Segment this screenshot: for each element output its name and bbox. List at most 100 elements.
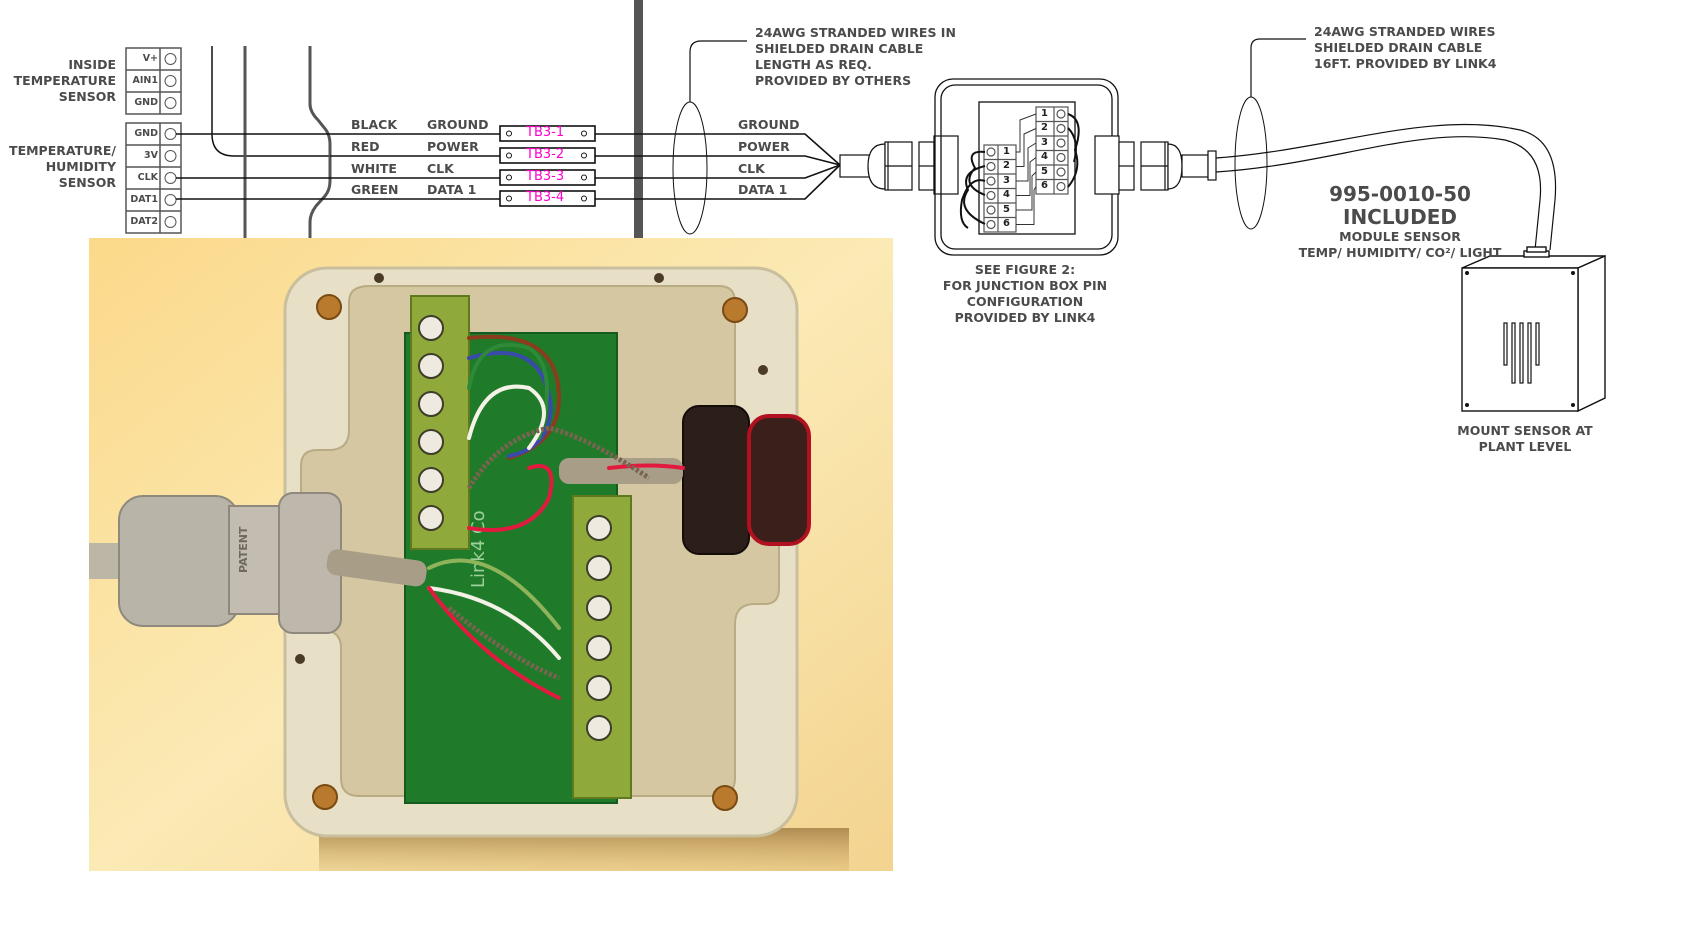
field-signal-label: POWER xyxy=(738,139,790,154)
field-cable-leader xyxy=(689,40,747,102)
field-signal-label: GROUND xyxy=(738,117,800,132)
jb-right-terminal-number: 3 xyxy=(1041,137,1048,148)
terminal-label: TB3-4 xyxy=(526,190,565,205)
caption-line: SEE FIGURE 2: xyxy=(974,262,1076,277)
label-line: SENSOR xyxy=(58,89,116,104)
jb-left-terminal-number: 2 xyxy=(1003,160,1010,171)
bus-line-thick-2 xyxy=(308,46,332,238)
terminal-block-lower xyxy=(572,495,632,799)
label-line: INSIDE xyxy=(68,57,116,72)
terminal-label: TB3-2 xyxy=(526,147,565,162)
junction-box-drain-wires xyxy=(959,113,1080,229)
pcb-text: Link4 Co xyxy=(468,510,489,588)
wire-color-label: RED xyxy=(351,139,380,154)
wire-color-label: WHITE xyxy=(351,161,397,176)
pin-label: DAT1 xyxy=(130,194,158,205)
junction-box-left-terminals xyxy=(983,144,1017,233)
module-included: INCLUDED xyxy=(1343,205,1457,229)
sensor-cable-leader xyxy=(1250,38,1306,97)
sensor-wires xyxy=(176,133,500,200)
pin-label: GND xyxy=(134,128,158,139)
pin-label: CLK xyxy=(137,172,158,183)
pin-label: DAT2 xyxy=(130,216,158,227)
pin-label: AIN1 xyxy=(132,75,158,86)
field-cable-note: 24AWG STRANDED WIRES IN SHIELDED DRAIN C… xyxy=(755,25,956,89)
inside-temp-sensor-label: INSIDE TEMPERATURE SENSOR xyxy=(0,57,116,105)
junction-box-outline xyxy=(934,78,1119,256)
terminal-block-upper xyxy=(410,295,470,550)
caption-line: FOR JUNCTION BOX PIN xyxy=(942,278,1108,293)
note-line: SHIELDED DRAIN CABLE xyxy=(1314,40,1483,55)
gland-text: PATENT xyxy=(237,526,250,573)
module-info: 995-0010-50 INCLUDED MODULE SENSOR TEMP/… xyxy=(1270,183,1530,261)
inside-temp-terminal-block xyxy=(125,47,182,115)
note-line: LENGTH AS REQ. xyxy=(755,57,872,72)
panel-divider xyxy=(634,0,643,238)
field-signal-label: CLK xyxy=(738,161,765,176)
jb-right-terminal-number: 1 xyxy=(1041,108,1048,119)
temp-humidity-terminal-block xyxy=(125,122,182,234)
wire-signal-label: CLK xyxy=(427,161,454,176)
sensor-module-vents xyxy=(1503,322,1540,384)
sensor-module-screws xyxy=(1465,271,1575,407)
inner-cable xyxy=(326,549,427,587)
jb-right-terminal-number: 6 xyxy=(1041,180,1048,191)
terminal-label: TB3-1 xyxy=(526,125,565,140)
field-wires xyxy=(595,133,841,200)
caption-line: CONFIGURATION xyxy=(966,294,1084,309)
mount-line: MOUNT SENSOR AT xyxy=(1457,423,1593,438)
sensor-cable xyxy=(1215,123,1557,251)
left-cable-gland-photo: PATENT xyxy=(118,492,342,634)
label-line: SENSOR xyxy=(58,175,116,190)
right-connector-photo xyxy=(682,405,811,555)
note-line: SHIELDED DRAIN CABLE xyxy=(755,41,924,56)
junction-box-internal-wiring xyxy=(1016,113,1037,225)
label-line: HUMIDITY xyxy=(45,159,116,174)
bus-line-thin xyxy=(211,46,330,157)
label-line: TEMPERATURE xyxy=(13,73,116,88)
left-cable-gland xyxy=(839,135,959,195)
wires-photo xyxy=(427,334,685,700)
jb-left-terminal-number: 5 xyxy=(1003,204,1010,215)
mount-instructions: MOUNT SENSOR AT PLANT LEVEL xyxy=(1440,423,1610,455)
field-cable-shield-marker xyxy=(672,101,708,235)
wire-signal-label: POWER xyxy=(427,139,479,154)
jb-left-terminal-number: 3 xyxy=(1003,175,1010,186)
terminal-label: TB3-3 xyxy=(526,169,565,184)
junction-box-photo: Link4 Co PATENT xyxy=(89,238,893,871)
jb-left-terminal-number: 4 xyxy=(1003,189,1010,200)
wire-signal-label: GROUND xyxy=(427,117,489,132)
note-line: PROVIDED BY OTHERS xyxy=(755,73,912,88)
label-line: TEMPERATURE/ xyxy=(9,143,116,158)
jb-right-terminal-number: 2 xyxy=(1041,122,1048,133)
caption-line: PROVIDED BY LINK4 xyxy=(954,310,1096,325)
pin-label: GND xyxy=(134,97,158,108)
module-part-number: 995-0010-50 xyxy=(1329,182,1471,206)
junction-box-right-terminals xyxy=(1035,106,1069,195)
field-signal-label: DATA 1 xyxy=(738,182,788,197)
jb-right-terminal-number: 5 xyxy=(1041,166,1048,177)
right-cable-gland xyxy=(1094,135,1217,195)
note-line: 16FT. PROVIDED BY LINK4 xyxy=(1314,56,1497,71)
jb-left-terminal-number: 6 xyxy=(1003,218,1010,229)
note-line: 24AWG STRANDED WIRES xyxy=(1314,24,1496,39)
sensor-cable-note: 24AWG STRANDED WIRES SHIELDED DRAIN CABL… xyxy=(1314,24,1496,72)
pin-label: V+ xyxy=(142,53,158,64)
module-features: TEMP/ HUMIDITY/ CO²/ LIGHT xyxy=(1298,245,1502,260)
wire-color-label: BLACK xyxy=(351,117,398,132)
sensor-module-box xyxy=(1461,246,1606,413)
drain-wires-photo xyxy=(447,425,651,681)
note-line: 24AWG STRANDED WIRES IN xyxy=(755,25,956,40)
pin-label: 3V xyxy=(144,150,158,161)
sensor-cable-shield-marker xyxy=(1234,96,1268,230)
wire-color-label: GREEN xyxy=(351,182,399,197)
mount-line: PLANT LEVEL xyxy=(1478,439,1572,454)
jb-right-terminal-number: 4 xyxy=(1041,151,1048,162)
tb3-terminals xyxy=(499,125,596,207)
module-name: MODULE SENSOR xyxy=(1339,229,1461,244)
junction-box-caption: SEE FIGURE 2: FOR JUNCTION BOX PIN CONFI… xyxy=(930,262,1120,326)
wire-signal-label: DATA 1 xyxy=(427,182,477,197)
jb-left-terminal-number: 1 xyxy=(1003,146,1010,157)
corner-screw-holes xyxy=(312,294,748,811)
